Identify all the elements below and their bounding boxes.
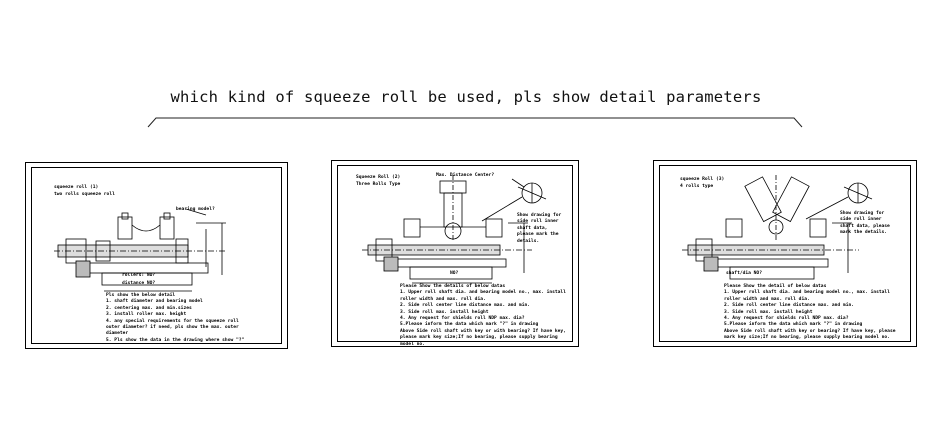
sheet-title: squeeze roll (1) [54,185,99,190]
bracket-line [147,117,803,128]
note-line: 4. Any request for shields roll NDP max.… [724,316,849,322]
page-heading: which kind of squeeze roll be used, pls … [170,88,762,106]
machine-drawing [362,175,547,284]
machine-drawing [54,208,226,292]
note-line: Pls show the below detail [106,293,176,298]
note-line: 1. shaft diameter and bearing model [106,299,203,305]
sheet-subtitle: Three Rolls Type [356,182,401,187]
note-line: 2. Side roll center line distance max. a… [724,303,854,309]
rollers-label: rollers: NO? [122,273,156,278]
note-line: 5.Please inform the data which mark "?" … [400,322,539,328]
machine-drawing [682,175,873,280]
sheet-title: Squeeze Roll (2) [356,175,401,180]
drawing-sheet-2: Squeeze Roll (2) Three Rolls Type Max. D… [331,160,579,347]
note-line: 5. Pls show the data in the drawing wher… [106,337,245,343]
sheet-border [31,167,282,344]
distance-label: distance NO? [122,281,156,286]
bearing-label: bearing model? [176,207,215,212]
note-line: 4. Any request for shields roll NDP max.… [400,316,525,322]
note-line: 2. centering max. and min.sizes [106,305,192,311]
note-line: Please Show the details of below datas [400,284,506,289]
note-line: Please Show the detail of below datas [724,284,827,289]
distance-label: Max. Distance Center? [436,173,495,178]
drawing-sheet-3: squeeze Roll (3) 4 rolls type Show drawi… [653,160,917,347]
no-label: NO? [450,271,459,276]
note-line: 3. install roller max. height [106,312,187,318]
note-line: 4. any special requirements for the sque… [106,318,239,324]
note-line: 1. Upper roll shaft dia. and bearing mod… [400,290,566,302]
sheet-subtitle: two rolls squeeze roll [54,192,115,197]
note-line: 2. Side roll center line distance max. a… [400,303,530,309]
sheet-border [659,165,911,342]
drawing-sheet-1: squeeze roll (1) two rolls squeeze roll … [25,162,288,349]
note-line: 3. Side roll max. install height [400,309,489,315]
note-line: diameter [106,331,129,337]
note-line: Above Side roll shaft with key or with b… [400,328,566,347]
notes-block: Please Show the details of below datas 1… [400,284,570,348]
sheet-title: squeeze Roll (3) [680,177,725,182]
note-line: outer diameter? if need, pls show the ma… [106,325,239,331]
shaft-label: shaft/dia NO? [726,271,762,276]
notes-block: Please Show the detail of below datas 1.… [724,284,896,342]
side-note: Show drawing for side roll inner shaft d… [840,211,890,236]
note-line: 1. Upper roll shaft dia. and bearing mod… [724,290,890,302]
sheet-border [337,165,573,342]
note-line: 3. Side roll max. install height [724,309,813,315]
sheet-subtitle: 4 rolls type [680,184,714,189]
note-line: 5.Please inform the data which mark "?" … [724,322,863,328]
note-line: Above Side roll shaft with key or bearin… [724,328,896,341]
notes-block: Pls show the below detail 1. shaft diame… [106,293,246,344]
side-note: Show drawing for side roll inner shaft d… [517,213,562,244]
